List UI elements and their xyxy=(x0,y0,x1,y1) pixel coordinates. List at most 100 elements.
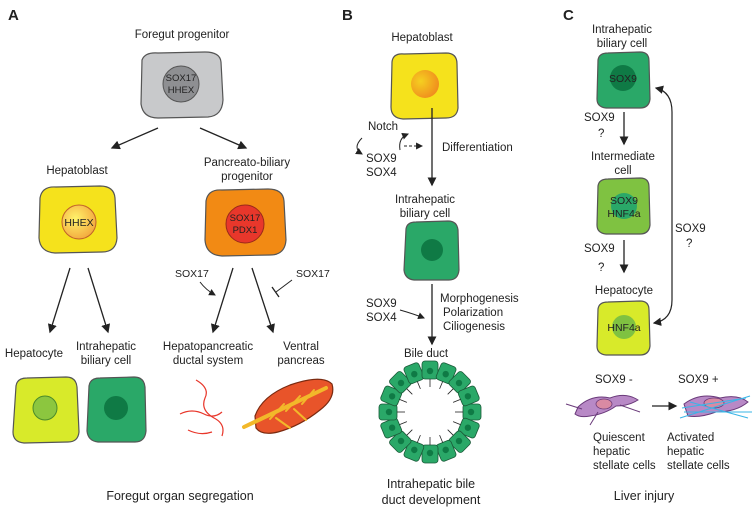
bile-duct-cell xyxy=(389,429,413,453)
arrow-to-hepatoblast xyxy=(110,127,159,150)
biliary-title-c-2: biliary cell xyxy=(597,38,648,50)
foregut-progenitor-title: Foregut progenitor xyxy=(135,29,230,41)
hepatoblast-title-b: Hepatoblast xyxy=(391,32,453,44)
quiescent-label-2: hepatic xyxy=(593,446,630,458)
sox17-inhibiting-line xyxy=(275,279,293,293)
intermediate-cell xyxy=(596,177,651,235)
sox17-activating-arrow xyxy=(199,281,216,296)
intermediate-marker-2: HNF4a xyxy=(607,208,640,220)
sox9-q1-mark: ? xyxy=(598,128,604,140)
biliary-cell-b xyxy=(403,220,460,281)
hepatoblast-cell-a xyxy=(38,185,118,254)
pancreas-label-2: pancreas xyxy=(277,355,325,367)
sox9-positive-label: SOX9 + xyxy=(678,374,719,386)
bile-duct-cell xyxy=(421,360,439,387)
quiescent-label-3: stellate cells xyxy=(593,460,656,472)
panel-a-letter: A xyxy=(8,7,19,24)
hepatocyte-cell-c xyxy=(596,300,651,356)
arrow-to-hepatocyte xyxy=(47,267,71,334)
arrow-to-ventral-pancreas xyxy=(251,267,275,334)
panel-a-caption: Foregut organ segregation xyxy=(106,489,253,503)
panel-b-caption-1: Intrahepatic bile xyxy=(387,477,475,491)
pancreato-biliary-cell xyxy=(204,188,287,257)
pancreato-biliary-marker-1: SOX17 xyxy=(230,213,261,224)
pancreato-biliary-title-2: progenitor xyxy=(221,171,273,183)
bile-duct-label: Bile duct xyxy=(404,348,449,360)
ductal-system-drawing xyxy=(179,379,224,437)
hepatocyte-marker-c: HNF4a xyxy=(607,322,640,334)
activated-label-1: Activated xyxy=(667,432,714,444)
arrow-to-pancreato-biliary xyxy=(199,127,248,150)
biliary-cell-a xyxy=(86,376,147,443)
biliary-cell-c xyxy=(596,51,651,109)
biliary-title-c-1: Intrahepatic xyxy=(592,24,652,36)
reversion-double-arrow xyxy=(652,85,673,326)
intermediate-title-1: Intermediate xyxy=(591,151,655,163)
panel-c-caption: Liver injury xyxy=(614,489,675,503)
bile-duct-cell xyxy=(378,403,405,421)
sox9-q2-mark: ? xyxy=(598,262,604,274)
bile-duct-cell xyxy=(452,417,480,439)
bile-duct-cell xyxy=(452,385,480,407)
ductal-label-2: ductal system xyxy=(173,355,243,367)
bile-duct-cell xyxy=(455,403,482,421)
panel-b-letter: B xyxy=(342,7,353,24)
differentiation-label: Differentiation xyxy=(442,142,513,154)
sox17-inhibiting-bar xyxy=(271,286,280,298)
arrow-to-ductal-system xyxy=(210,267,234,334)
sox9-loop-label: SOX9 xyxy=(675,223,706,235)
hepatocyte-cell-a xyxy=(12,376,80,444)
bile-duct-cell xyxy=(380,385,408,407)
bile-duct-cell xyxy=(403,362,425,390)
bile-duct-cell xyxy=(435,362,457,390)
intermediate-title-2: cell xyxy=(614,165,631,177)
bile-duct-cell xyxy=(403,434,425,462)
process-polarization: Polarization xyxy=(443,307,503,319)
sox9-label-b: SOX9 xyxy=(366,153,397,165)
sox9-q1-label: SOX9 xyxy=(584,112,615,124)
hepatoblast-title-a: Hepatoblast xyxy=(46,165,108,177)
sox9-loop-mark: ? xyxy=(686,238,692,250)
bile-duct-cell xyxy=(435,434,457,462)
hepatocyte-label-a: Hepatocyte xyxy=(5,348,63,360)
bile-duct-cell xyxy=(447,371,471,395)
bile-duct-cell xyxy=(380,417,408,439)
ventral-pancreas-drawing xyxy=(242,378,334,434)
notch-label: Notch xyxy=(368,121,398,133)
hepatoblast-cell-b xyxy=(390,52,459,120)
hepatocyte-title-c: Hepatocyte xyxy=(595,285,653,297)
biliary-marker-c: SOX9 xyxy=(609,73,637,85)
biliary-label-a-1: Intrahepatic xyxy=(76,341,136,353)
bile-duct-cell xyxy=(421,437,439,464)
foregut-marker-1: SOX17 xyxy=(166,73,197,84)
bile-duct-ring xyxy=(378,360,482,464)
sox-to-morphogenesis-arrow xyxy=(399,309,425,320)
quiescent-stellate-cell xyxy=(565,394,641,426)
hepatoblast-marker-a: HHEX xyxy=(64,217,93,229)
bile-duct-cell xyxy=(447,429,471,453)
sox4-label-b: SOX4 xyxy=(366,167,397,179)
intermediate-marker-1: SOX9 xyxy=(610,195,638,207)
arrow-to-biliary-a xyxy=(87,267,111,334)
notch-to-sox-arrow xyxy=(355,137,363,155)
activated-label-3: stellate cells xyxy=(667,460,730,472)
process-ciliogenesis: Ciliogenesis xyxy=(443,321,505,333)
sox-to-notch-arrow xyxy=(399,132,409,151)
sox9-q2-label: SOX9 xyxy=(584,243,615,255)
foregut-marker-2: HHEX xyxy=(168,85,195,96)
pancreas-label-1: Ventral xyxy=(283,341,319,353)
activated-stellate-cell xyxy=(679,395,752,419)
panel-b-caption-2: duct development xyxy=(382,493,481,507)
bile-duct-cell xyxy=(389,371,413,395)
ductal-label-1: Hepatopancreatic xyxy=(163,341,253,353)
pancreato-biliary-marker-2: PDX1 xyxy=(233,225,258,236)
biliary-title-b-2: biliary cell xyxy=(400,208,451,220)
sox9-negative-label: SOX9 - xyxy=(595,374,633,386)
sox17-activating-label: SOX17 xyxy=(175,268,209,280)
biliary-label-a-2: biliary cell xyxy=(81,355,132,367)
sox9-label-b2: SOX9 xyxy=(366,298,397,310)
biliary-title-b-1: Intrahepatic xyxy=(395,194,455,206)
foregut-progenitor-cell xyxy=(140,51,224,119)
quiescent-label-1: Quiescent xyxy=(593,432,646,444)
